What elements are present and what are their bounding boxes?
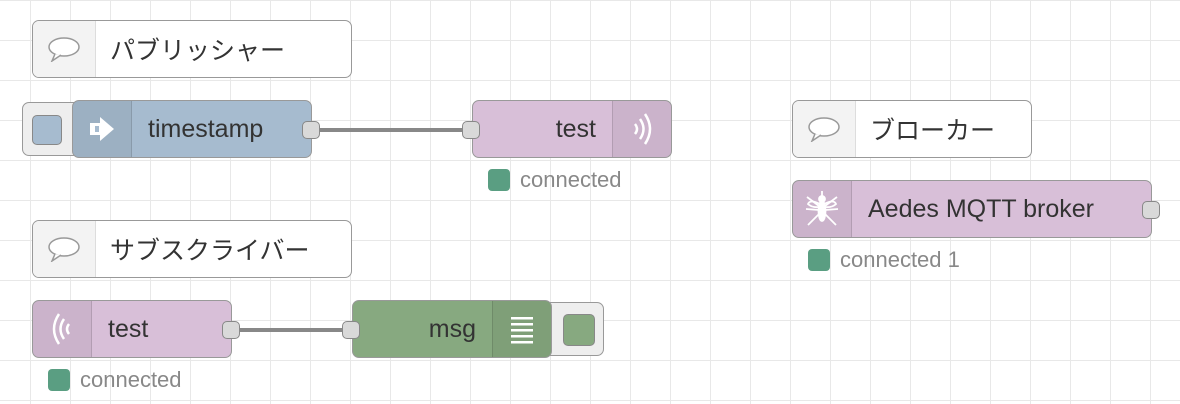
aedes-broker-node[interactable]: Aedes MQTT broker — [792, 180, 1152, 238]
comment-node-broker[interactable]: ブローカー — [792, 100, 1032, 158]
mqtt-out-input-port[interactable] — [462, 121, 480, 139]
node-label: test — [108, 314, 149, 343]
comment-node-subscriber[interactable]: サブスクライバー — [32, 220, 352, 278]
arrow-in-icon — [73, 101, 132, 157]
comment-label: パブリッシャー — [110, 37, 286, 65]
list-icon — [492, 301, 551, 357]
broker-status: connected 1 — [808, 247, 960, 273]
comment-label: サブスクライバー — [110, 237, 310, 265]
wifi-icon — [612, 101, 671, 157]
inject-output-port[interactable] — [302, 121, 320, 139]
mqtt-in-status: connected — [48, 367, 182, 393]
comment-node-publisher[interactable]: パブリッシャー — [32, 20, 352, 78]
debug-toggle-square — [563, 314, 595, 346]
inject-trigger-square — [32, 115, 62, 145]
status-dot — [488, 169, 510, 191]
node-label: msg — [428, 314, 476, 343]
mqtt-out-node-test[interactable]: test — [472, 100, 672, 158]
comment-icon — [793, 101, 856, 157]
wifi-icon — [33, 301, 92, 357]
debug-toggle-button[interactable] — [542, 302, 604, 356]
status-dot — [808, 249, 830, 271]
status-text: connected 1 — [840, 247, 960, 272]
node-label: test — [555, 114, 596, 143]
comment-icon — [33, 221, 96, 277]
broker-output-port[interactable] — [1142, 201, 1160, 219]
mqtt-in-node-test[interactable]: test — [32, 300, 232, 358]
node-label: timestamp — [148, 114, 264, 143]
mqtt-out-status: connected — [488, 167, 622, 193]
status-dot — [48, 369, 70, 391]
status-text: connected — [520, 167, 622, 192]
mqtt-in-output-port[interactable] — [222, 321, 240, 339]
mosquito-icon — [793, 181, 852, 237]
debug-node-msg[interactable]: msg — [352, 300, 552, 358]
status-text: connected — [80, 367, 182, 392]
debug-input-port[interactable] — [342, 321, 360, 339]
inject-node-timestamp[interactable]: timestamp — [72, 100, 312, 158]
comment-label: ブローカー — [870, 117, 996, 145]
comment-icon — [33, 21, 96, 77]
node-label: Aedes MQTT broker — [868, 194, 1095, 223]
